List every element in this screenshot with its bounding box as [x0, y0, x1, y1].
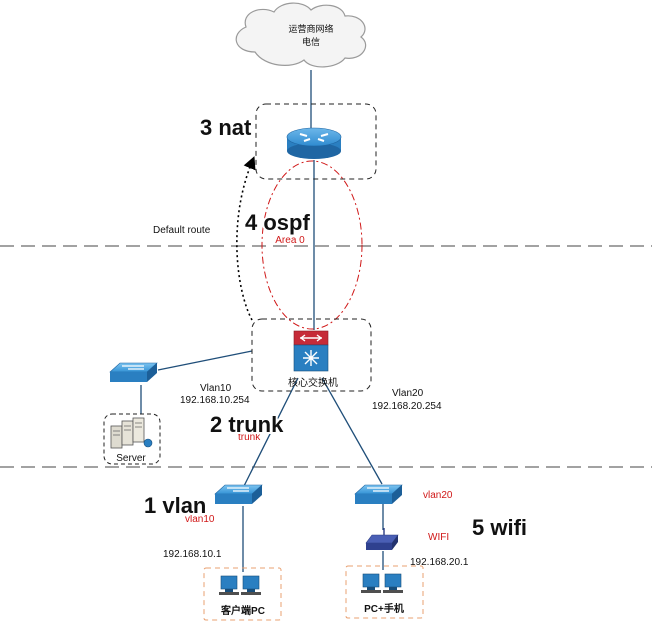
router-box	[255, 103, 377, 180]
link-core-right-switch	[321, 377, 383, 485]
client-pc-icon	[219, 575, 261, 595]
core-switch-label: 核心交换机	[288, 376, 338, 389]
step-nat-label: 3 nat	[200, 115, 252, 140]
link-core-left-switch	[242, 377, 299, 489]
wifi-ap-icon	[365, 528, 399, 550]
pc-phone-box	[345, 565, 424, 619]
cloud-label-line2: 电信	[302, 36, 320, 47]
step-trunk-label: 2 trunk	[210, 412, 284, 437]
link-core-server-switch	[157, 350, 253, 371]
vlan10-name: Vlan10	[200, 383, 232, 394]
step-wifi-label: 5 wifi	[472, 515, 527, 540]
server-switch-icon	[109, 362, 158, 382]
server-label: Server	[116, 453, 146, 464]
pc-phone-label: PC+手机	[364, 602, 404, 615]
core-switch-box	[251, 318, 372, 392]
ospf-area-ellipse	[261, 160, 363, 330]
trunk-small-label: trunk	[238, 432, 261, 443]
right-gateway-ip: 192.168.20.1	[410, 557, 469, 568]
server-icon	[110, 417, 153, 449]
step-vlan-label: 1 vlan	[144, 493, 206, 518]
cloud-label-line1: 运营商网络	[288, 23, 333, 34]
router-icon	[286, 127, 342, 159]
vlan20-name: Vlan20	[392, 388, 424, 399]
left-switch-icon	[214, 484, 263, 504]
right-switch-icon	[354, 484, 403, 504]
area0-label: Area 0	[275, 235, 305, 246]
default-route-arrow	[236, 156, 256, 321]
vlan20-ip: 192.168.20.254	[372, 401, 442, 412]
client-pc-box	[203, 567, 282, 621]
vlan20-small-label: vlan20	[423, 490, 453, 501]
vlan10-ip: 192.168.10.254	[180, 395, 250, 406]
default-route-label: Default route	[153, 225, 211, 236]
left-gateway-ip: 192.168.10.1	[163, 549, 222, 560]
pc-phone-icon	[361, 573, 403, 593]
wifi-small-label: WIFI	[428, 532, 449, 543]
client-pc-label: 客户端PC	[220, 604, 265, 617]
step-ospf-label: 4 ospf	[245, 210, 310, 235]
vlan10-small-label: vlan10	[185, 514, 215, 525]
core-switch-icon	[293, 330, 329, 372]
cloud-icon	[235, 2, 367, 68]
